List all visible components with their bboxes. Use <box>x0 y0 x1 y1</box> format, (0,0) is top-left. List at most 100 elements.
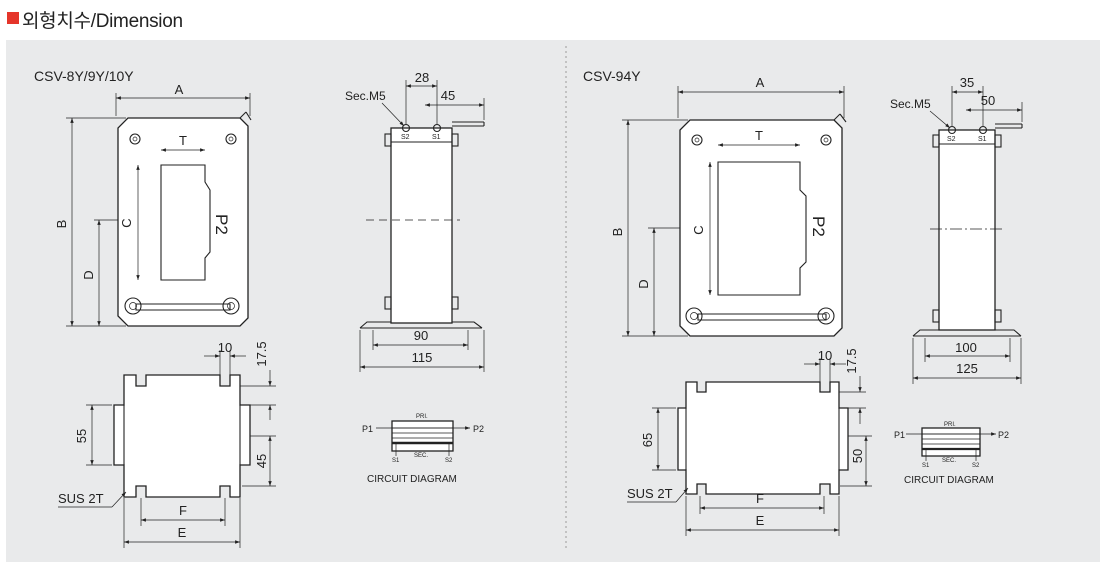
terminal-screw-icon <box>685 307 703 325</box>
dim-10-label: 10 <box>218 340 232 355</box>
dim-b-label: B <box>610 228 625 237</box>
dim-115-label: 115 <box>412 350 433 365</box>
dim-t-label: T <box>179 133 187 148</box>
dim-65-label: 65 <box>640 433 655 447</box>
dim-a-label: A <box>756 75 765 90</box>
screw-icon <box>691 134 703 146</box>
dim-90-label: 90 <box>414 328 428 343</box>
dim-35-label: 35 <box>960 75 974 90</box>
dim-55-label: 55 <box>74 429 89 443</box>
dim-125-label: 125 <box>956 361 978 376</box>
terminal-screw-icon <box>222 297 240 315</box>
terminal-screw-icon <box>124 297 142 315</box>
dim-175-label: 17.5 <box>254 341 269 366</box>
side-lug <box>384 133 392 147</box>
side-lug <box>384 296 392 310</box>
terminal-screw-icon <box>822 312 830 320</box>
circuit-diagram-left: P1 P2 PRI. SEC. S1 S2 CIRCUIT DIAGRAM <box>362 414 484 485</box>
s1-label: S1 <box>432 134 441 141</box>
circuit-core <box>391 420 454 452</box>
dim-28-label: 28 <box>415 70 429 85</box>
side-body <box>938 129 996 331</box>
dim-50-bottom-label: 50 <box>850 449 865 463</box>
side-lug <box>932 309 940 323</box>
circuit-s1-label: S1 <box>392 458 400 464</box>
dim-175-label: 17.5 <box>844 348 859 373</box>
terminal-screw-icon <box>947 125 957 135</box>
circuit-sec-label: SEC. <box>942 458 956 464</box>
right-model-group: CSV-94Y P2 A T <box>583 68 1023 536</box>
model-title-right: CSV-94Y <box>583 68 641 84</box>
s2-label: S2 <box>947 136 956 143</box>
dim-45-bottom-label: 45 <box>254 454 269 468</box>
model-title-left: CSV-8Y/9Y/10Y <box>34 68 134 84</box>
dim-d-label: D <box>81 270 96 279</box>
corner-tab <box>839 113 847 123</box>
sus-2t-label: SUS 2T <box>58 491 104 506</box>
dim-50-label: 50 <box>981 93 995 108</box>
red-square-bullet-icon <box>7 12 19 24</box>
side-lug <box>451 296 459 310</box>
front-window <box>717 161 807 296</box>
sec-m5-label: Sec.M5 <box>345 89 386 103</box>
front-window <box>160 164 211 281</box>
side-view-right: S2 S1 Sec.M5 35 50 100 125 <box>890 75 1023 384</box>
side-lug <box>994 134 1002 148</box>
dim-d-label: D <box>636 279 651 288</box>
terminal-screw-icon <box>227 302 235 310</box>
front-view-right: P2 A T B D C <box>610 75 847 337</box>
screw-icon <box>225 133 237 145</box>
bottom-view-right: 10 17.5 65 50 SUS 2T F <box>627 348 872 536</box>
circuit-p2-label: P2 <box>473 424 484 434</box>
front-body-outline <box>679 119 843 337</box>
side-body <box>390 127 453 324</box>
bottom-body-outline <box>113 374 251 498</box>
leader-line <box>675 487 689 503</box>
s1-label: S1 <box>978 136 987 143</box>
circuit-diagram-right: P1 P2 PRI. SEC. S1 S2 CIRCUIT DIAGRAM <box>894 422 1009 486</box>
dim-f-label: F <box>179 503 187 518</box>
corner-tab <box>833 113 841 121</box>
circuit-pri-label: PRI. <box>944 422 956 428</box>
front-body-outline <box>117 117 249 327</box>
sus-2t-label: SUS 2T <box>627 486 673 501</box>
dim-100-label: 100 <box>955 340 977 355</box>
s2-label: S2 <box>401 134 410 141</box>
circuit-sec-label: SEC. <box>414 453 428 459</box>
left-model-group: CSV-8Y/9Y/10Y P2 A <box>34 68 485 548</box>
terminal-screw-icon <box>690 312 698 320</box>
screw-icon <box>820 134 832 146</box>
terminal-screw-icon <box>432 123 442 133</box>
screw-icon <box>694 137 700 143</box>
base-foot <box>912 329 1022 337</box>
circuit-s2-label: S2 <box>445 458 453 464</box>
terminal-screw-icon <box>817 307 835 325</box>
side-lug <box>932 134 940 148</box>
front-view-left: P2 A T B D C <box>54 82 252 327</box>
leader-line <box>111 491 127 508</box>
dim-e-label: E <box>756 513 765 528</box>
dim-a-label: A <box>175 82 184 97</box>
leader-line <box>929 110 951 129</box>
circuit-core <box>921 427 981 457</box>
side-lug <box>994 309 1002 323</box>
circuit-p1-label: P1 <box>894 430 905 440</box>
circuit-p1-label: P1 <box>362 424 373 434</box>
side-view-left: S2 S1 Sec.M5 28 45 90 115 <box>345 70 485 372</box>
section-title: 외형치수/Dimension <box>22 11 183 32</box>
dim-c-label: C <box>691 225 706 234</box>
dim-e-label: E <box>178 525 187 540</box>
leader-line <box>381 102 405 127</box>
dim-b-label: B <box>54 220 69 229</box>
circuit-s2-label: S2 <box>972 463 980 469</box>
terminal-screw-icon <box>129 302 137 310</box>
circuit-caption: CIRCUIT DIAGRAM <box>367 474 457 485</box>
terminal-screw-icon <box>401 123 411 133</box>
dim-f-label: F <box>756 491 764 506</box>
section-header: 외형치수/Dimension <box>0 0 1100 40</box>
terminal-screw-icon <box>978 125 988 135</box>
circuit-pri-label: PRI. <box>416 414 428 420</box>
p2-label: P2 <box>212 214 231 235</box>
bottom-body-outline <box>677 381 849 495</box>
